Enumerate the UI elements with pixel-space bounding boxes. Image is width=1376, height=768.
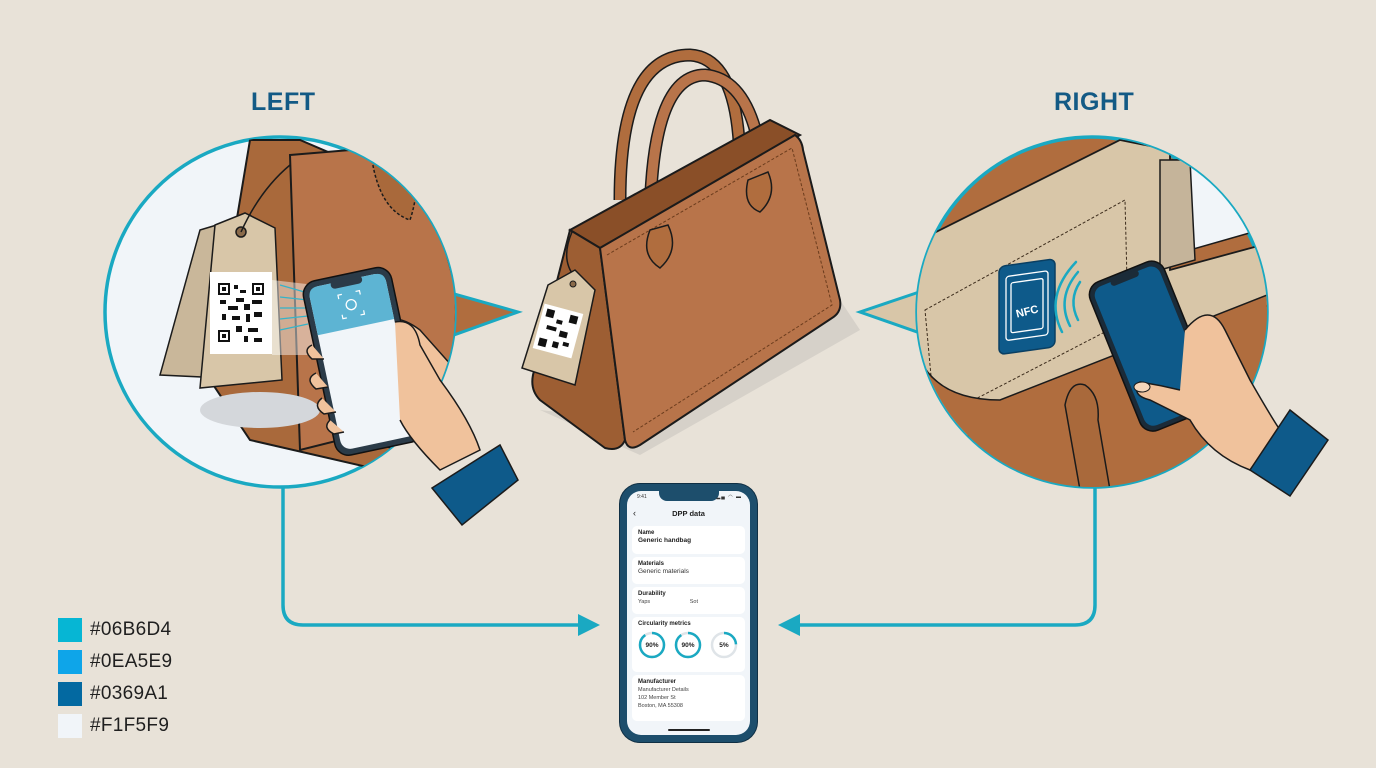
legend-label: #0369A1 [90, 683, 169, 704]
card-name-label: Name [638, 530, 655, 536]
screen-title: DPP data [672, 509, 705, 518]
color-swatch [58, 682, 82, 706]
manufacturer-line2: 102 Member St [638, 695, 676, 701]
card-materials[interactable]: Materials Generic materials [632, 557, 745, 584]
card-circularity-label: Circularity metrics [638, 621, 691, 627]
durability-col1: Yaps [638, 599, 651, 605]
legend-item: #0EA5E9 [58, 646, 172, 678]
legend-label: #0EA5E9 [90, 651, 173, 672]
gauge-2: 90% [674, 631, 702, 659]
home-indicator[interactable] [667, 729, 710, 731]
svg-text:NFC: NFC [1015, 303, 1040, 320]
phone-notch [658, 491, 719, 501]
card-durability[interactable]: Durability Yaps Sot [632, 587, 745, 614]
center-handbag [521, 48, 860, 455]
durability-col2: Sot [689, 599, 698, 605]
legend-item: #F1F5F9 [58, 710, 172, 742]
nav-bar: ‹ DPP data [627, 507, 750, 523]
nfc-waves-icon [1054, 260, 1082, 334]
nfc-chip: NFC [998, 258, 1056, 355]
status-icons: ▂▄ ◠ ▬ [716, 494, 742, 500]
card-manufacturer[interactable]: Manufacturer Manufacturer Details 102 Me… [632, 675, 745, 721]
right-callout-nfc-tap: NFC [855, 135, 1330, 498]
card-name-value: Generic handbag [638, 537, 692, 544]
progress-ring-icon [674, 631, 702, 659]
card-name[interactable]: Name Generic handbag [632, 526, 745, 554]
card-manufacturer-label: Manufacturer [638, 679, 677, 685]
card-materials-value: Generic materials [638, 568, 689, 575]
manufacturer-line1: Manufacturer Details [638, 687, 689, 693]
progress-ring-icon [638, 631, 666, 659]
right-heading: RIGHT [1054, 88, 1135, 116]
card-durability-label: Durability [638, 591, 666, 597]
dpp-phone: 9:41 ▂▄ ◠ ▬ ‹ DPP data Name Generic hand… [620, 484, 757, 742]
left-heading: LEFT [251, 88, 316, 116]
manufacturer-line3: Boston, MA 55308 [638, 703, 683, 709]
left-scanning-phone [302, 266, 424, 456]
color-swatch [58, 714, 82, 738]
wifi-icon: ◠ [728, 494, 734, 500]
gauge-3: 5% [710, 631, 738, 659]
legend-item: #0369A1 [58, 678, 172, 710]
legend-label: #F1F5F9 [90, 715, 170, 736]
status-time: 9:41 [637, 494, 647, 500]
connector-right-to-phone [778, 488, 1097, 636]
color-legend: #06B6D4 #0EA5E9 #0369A1 #F1F5F9 [58, 614, 172, 742]
card-circularity[interactable]: Circularity metrics 90% 90% [632, 617, 745, 672]
back-chevron-icon[interactable]: ‹ [633, 508, 636, 518]
battery-icon: ▬ [736, 494, 742, 500]
legend-item: #06B6D4 [58, 614, 172, 646]
color-swatch [58, 618, 82, 642]
dpp-phone-screen: 9:41 ▂▄ ◠ ▬ ‹ DPP data Name Generic hand… [627, 491, 750, 735]
legend-label: #06B6D4 [90, 619, 172, 640]
signal-icon: ▂▄ [716, 494, 726, 500]
progress-ring-icon [710, 631, 738, 659]
gauge-1: 90% [638, 631, 666, 659]
color-swatch [58, 650, 82, 674]
connector-left-to-phone [281, 488, 600, 636]
left-callout-qr-scan [103, 135, 523, 527]
card-materials-label: Materials [638, 561, 665, 567]
